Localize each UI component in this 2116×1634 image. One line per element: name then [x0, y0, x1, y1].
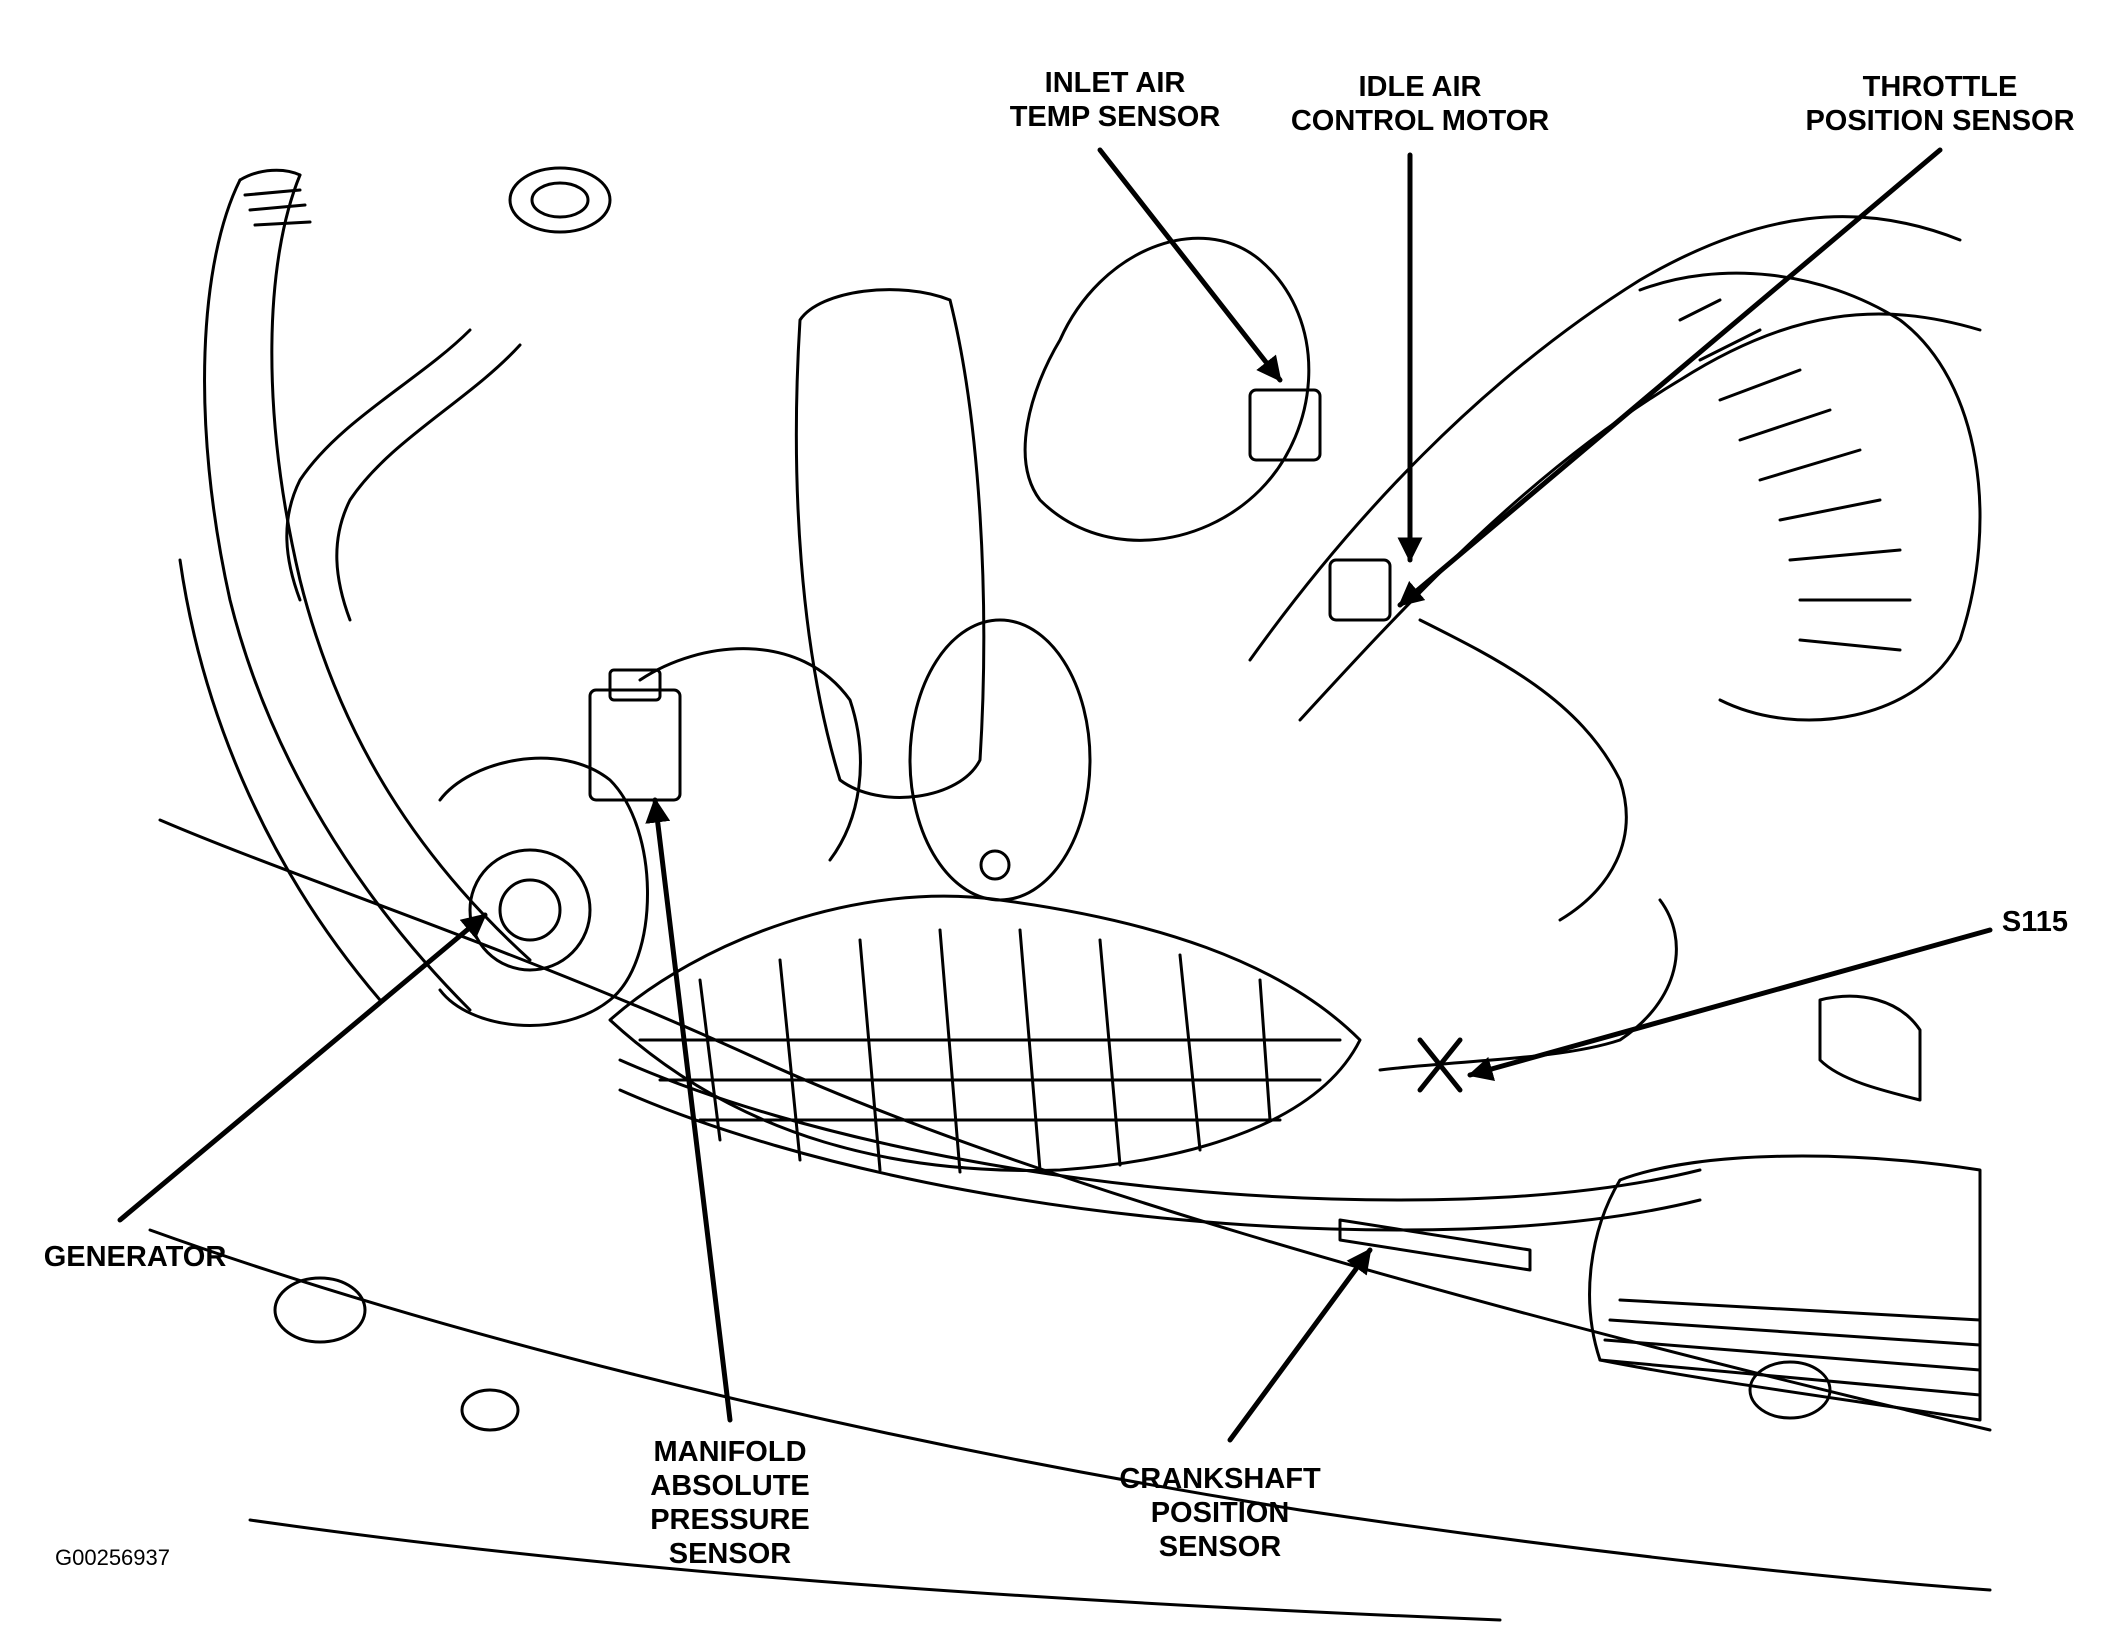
- label-s115: S115: [2001, 906, 2069, 938]
- valve-cover: [1588, 1154, 1982, 1422]
- label-idle-air-control-motor: IDLE AIR CONTROL MOTOR: [1290, 71, 1550, 137]
- leader-crankshaft: [1227, 1247, 1373, 1443]
- hood-outline: [158, 818, 1992, 1432]
- reservoir-cap: [508, 166, 612, 234]
- crankshaft-sensor: [1338, 1218, 1532, 1272]
- generator-pulley: [468, 848, 592, 972]
- leader-inlet-air-temp: [1097, 147, 1283, 383]
- fuel-rail: [618, 1058, 1702, 1202]
- leader-generator: [117, 912, 488, 1223]
- intake-plenum: [794, 288, 986, 799]
- map-sensor-body: [588, 688, 682, 802]
- label-throttle-position-sensor: THROTTLE POSITION SENSOR: [1805, 71, 2075, 137]
- label-crankshaft-position-sensor: CRANKSHAFT POSITION SENSOR: [1119, 1463, 1321, 1563]
- label-manifold-absolute-pressure-sensor: MANIFOLD ABSOLUTE PRESSURE SENSOR: [650, 1436, 810, 1570]
- s115-splice-mark: [1417, 1037, 1463, 1093]
- leader-s115: [1467, 927, 1993, 1081]
- lower-intake-manifold: [608, 894, 1362, 1172]
- tps-connector: [1328, 558, 1392, 622]
- ribbed-air-duct: [1638, 271, 1982, 722]
- leader-map-sensor: [645, 797, 733, 1423]
- label-generator: GENERATOR: [43, 1241, 227, 1273]
- throttle-body: [1023, 236, 1311, 542]
- figure-id: G00256937: [55, 1545, 170, 1570]
- label-inlet-air-temp-sensor: INLET AIR TEMP SENSOR: [1009, 67, 1221, 133]
- left-hose: [203, 178, 472, 1012]
- intake-air-tube: [1248, 215, 1962, 662]
- wiring-harness: [638, 647, 862, 862]
- iat-sensor-connector: [1248, 388, 1322, 462]
- leader-throttle-position: [1397, 147, 1943, 608]
